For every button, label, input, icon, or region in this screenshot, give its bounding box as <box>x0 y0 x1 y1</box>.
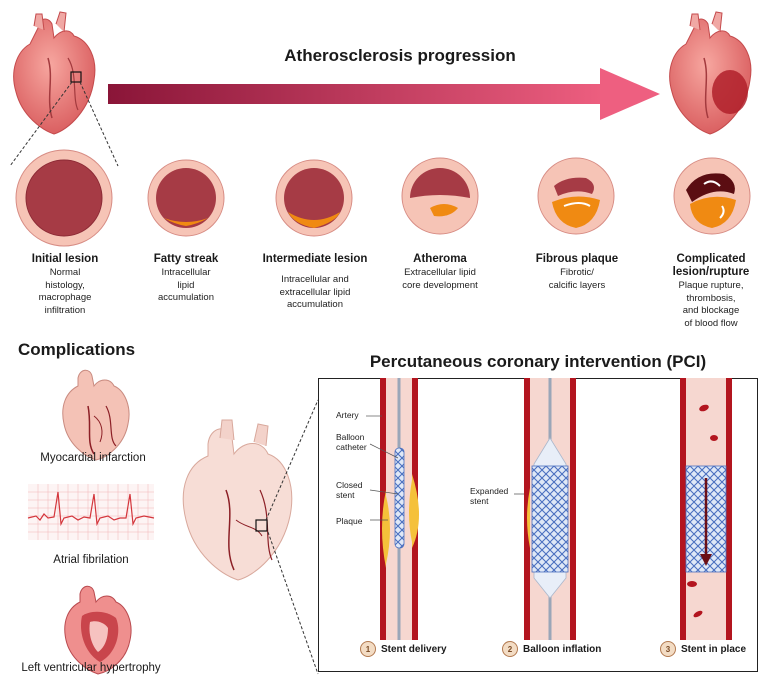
stage-desc-line: Plaque rupture, <box>678 280 744 291</box>
annotation-line: stent <box>470 496 489 506</box>
stage-desc-line: Intracellular <box>161 267 211 278</box>
stage-desc-line: thrombosis, <box>686 292 736 304</box>
pci-heart-icon <box>182 419 293 581</box>
healthy-heart-icon <box>13 11 96 135</box>
stage-desc-line: Fibrotic/ <box>560 267 594 278</box>
stage-title: lesion/rupture <box>672 266 750 278</box>
stage-intermediate-lesion: Intermediate lesion Intracellular and ex… <box>254 253 376 311</box>
complications-graphic <box>27 369 319 675</box>
annotation-plaque: Plaque <box>336 516 363 526</box>
step-number-badge: 1 <box>360 641 376 657</box>
step-number-badge: 3 <box>660 641 676 657</box>
stage-desc-line: and blockage <box>682 305 740 316</box>
stage-title: Intermediate lesion <box>262 253 368 265</box>
annotation-line: catheter <box>336 442 367 452</box>
stage-initial-lesion: Initial lesion Normal histology, macroph… <box>10 253 120 316</box>
stage-desc-line: accumulation <box>287 299 343 310</box>
stage-desc-line: lipid <box>177 279 195 291</box>
stage-desc-line: calcific layers <box>548 279 606 291</box>
stage-desc-line: core development <box>402 279 478 291</box>
progression-arrow <box>108 68 660 120</box>
left-ventricular-hypertrophy-heart-icon <box>64 585 132 675</box>
step-stent-delivery: 1 Stent delivery <box>360 641 447 657</box>
step-label: Stent delivery <box>381 643 447 655</box>
stage-title: Initial lesion <box>31 253 99 265</box>
stage-desc-line: infiltration <box>44 304 86 316</box>
stage-desc-line: of blood flow <box>684 317 738 329</box>
step-balloon-inflation: 2 Balloon inflation <box>502 641 601 657</box>
annotation-line: Expanded <box>470 486 509 496</box>
vessel-stent-delivery <box>380 378 419 640</box>
pci-title: Percutaneous coronary intervention (PCI) <box>369 352 707 371</box>
pci-graphic <box>366 378 732 640</box>
damaged-heart-icon <box>669 11 752 135</box>
annotation-closed-stent: Closed stent <box>336 480 362 500</box>
cross-section-initial <box>15 149 113 247</box>
stage-title: Fibrous plaque <box>535 253 619 265</box>
vessel-balloon-inflation <box>524 378 576 640</box>
vessel-stent-in-place <box>680 378 732 640</box>
progression-title: Atherosclerosis progression <box>284 46 516 65</box>
step-stent-in-place: 3 Stent in place <box>660 641 746 657</box>
stage-title: Complicated <box>676 253 746 265</box>
complication-myocardial-infarction: Myocardial infarction <box>40 452 146 464</box>
stage-desc-line: histology, <box>45 279 85 291</box>
annotation-expanded-stent: Expanded stent <box>470 486 508 506</box>
annotation-line: stent <box>336 490 355 500</box>
cross-section-atheroma <box>401 157 479 235</box>
stage-fibrous-plaque: Fibrous plaque Fibrotic/ calcific layers <box>522 253 632 291</box>
stage-desc-line: macrophage <box>38 292 92 303</box>
cross-section-fibrous-plaque <box>537 157 615 235</box>
annotation-balloon-catheter: Balloon catheter <box>336 432 367 452</box>
step-label: Stent in place <box>681 643 747 655</box>
complications-title: Complications <box>18 340 136 359</box>
complication-atrial-fibrilation: Atrial fibrilation <box>53 554 129 566</box>
stage-desc-line: Normal <box>49 267 81 278</box>
annotation-artery: Artery <box>336 410 359 420</box>
stage-desc-line: extracellular lipid <box>279 286 351 298</box>
stage-desc-line: Extracellular lipid <box>404 267 476 278</box>
cross-section-fatty-streak <box>147 159 225 237</box>
annotation-line: Balloon <box>336 432 365 442</box>
cross-section-intermediate <box>275 159 353 237</box>
step-number-badge: 2 <box>502 641 518 657</box>
cross-section-complicated <box>673 157 751 235</box>
stage-complicated-lesion: Complicated lesion/rupture Plaque ruptur… <box>656 253 766 329</box>
annotation-line: Closed <box>336 480 363 490</box>
stage-title: Atheroma <box>413 253 467 265</box>
stage-title: Fatty streak <box>153 253 219 265</box>
stage-fatty-streak: Fatty streak Intracellular lipid accumul… <box>131 253 241 304</box>
progression-graphic <box>9 11 752 247</box>
stage-desc-line: Intracellular and <box>281 274 349 285</box>
stage-atheroma: Atheroma Extracellular lipid core develo… <box>385 253 495 291</box>
ecg-strip-icon <box>27 484 155 540</box>
complication-left-ventricular-hypertrophy: Left ventricular hypertrophy <box>21 662 161 674</box>
myocardial-infarction-heart-icon <box>62 369 130 461</box>
stage-desc-line: accumulation <box>158 292 214 303</box>
step-label: Balloon inflation <box>523 643 602 655</box>
